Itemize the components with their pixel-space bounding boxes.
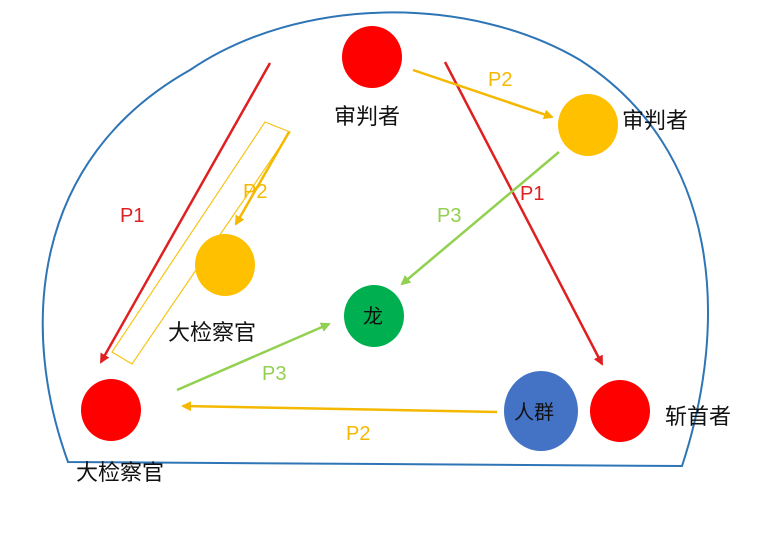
edge-p2-left: [234, 131, 291, 226]
node-dragon: [344, 285, 404, 347]
node-inspector-bl: [81, 379, 141, 441]
label-crowd: 人群: [514, 400, 554, 424]
label-judge-right: 审判者: [622, 109, 688, 134]
node-judge-top: [342, 26, 402, 88]
label-inspector-mid: 大检察官: [168, 321, 256, 346]
edge-label-p1-right: P1: [520, 183, 544, 205]
edge-label-p2-bottom: P2: [346, 423, 370, 445]
edge-p1-right: [443, 61, 604, 366]
edge-p2-bottom: [181, 401, 498, 414]
boundary-arch: [41, 11, 710, 468]
label-dragon: 龙: [363, 304, 383, 328]
edge-p3-right: [400, 151, 560, 286]
edge-label-p3-left: P3: [262, 363, 286, 385]
highlight-band: [111, 121, 291, 365]
label-judge-top: 审判者: [334, 105, 400, 130]
label-inspector-bl: 大检察官: [76, 461, 164, 486]
edge-label-p1-left: P1: [120, 205, 144, 227]
label-executioner: 斩首者: [665, 405, 731, 430]
edge-p1-left: [99, 62, 272, 364]
node-executioner: [590, 380, 650, 442]
edge-label-p3-right: P3: [437, 205, 461, 227]
edge-label-p2-top: P2: [488, 69, 512, 91]
edge-label-p2-left: P2: [243, 181, 267, 203]
node-judge-right: [558, 94, 618, 156]
edge-p3-left: [176, 322, 331, 392]
node-inspector-mid: [195, 234, 255, 296]
node-crowd: [504, 371, 578, 451]
edge-p2-top: [412, 68, 554, 120]
